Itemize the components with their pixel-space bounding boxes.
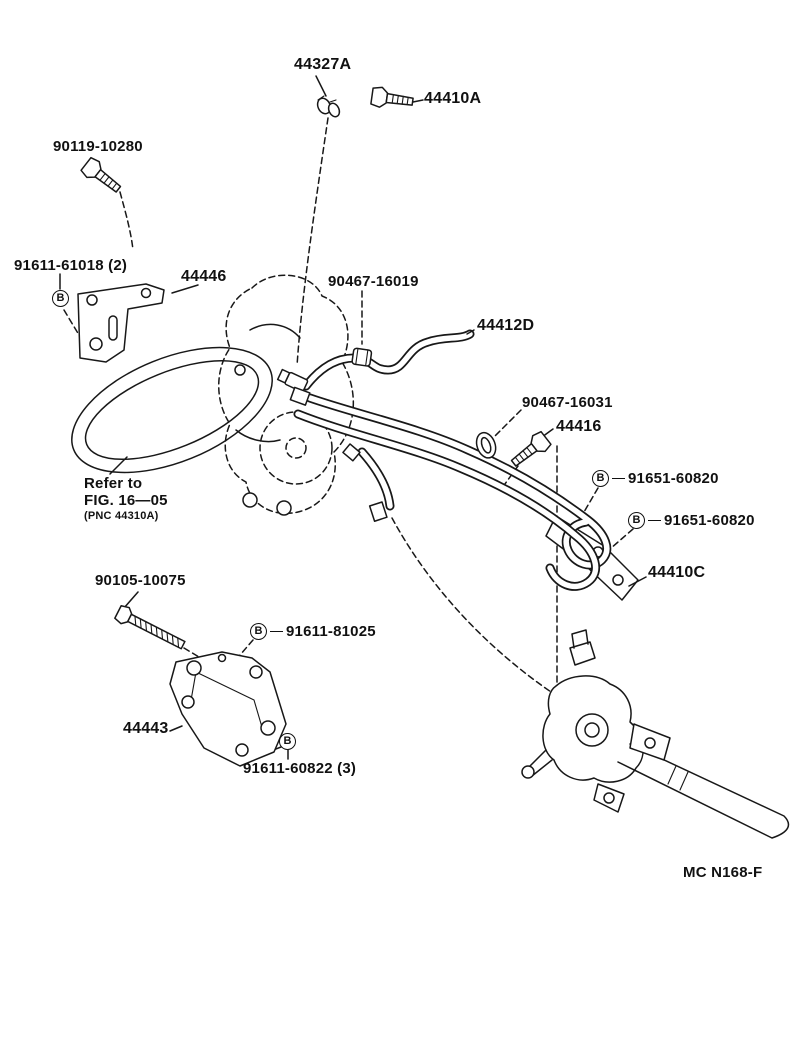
part-label-91611-61018: 91611-61018 (2)	[14, 257, 128, 274]
part-label-44327a: 44327A	[294, 56, 352, 73]
part-label-44416: 44416	[556, 418, 602, 435]
refer-note-line3: (PNC 44310A)	[84, 509, 159, 522]
part-label-44446: 44446	[181, 268, 227, 285]
part-label-44410c: 44410C	[648, 564, 706, 581]
part-label-44410a: 44410A	[424, 90, 482, 107]
refer-note-line2: FIG. 16—05	[84, 492, 168, 510]
bolt-symbol-icon: B	[592, 470, 609, 487]
part-label-90119-10280: 90119-10280	[53, 138, 143, 155]
part-label-91651-60820-2: 91651-60820	[664, 512, 755, 529]
part-label-90105-10075: 90105-10075	[95, 572, 186, 589]
part-label-44412d: 44412D	[477, 317, 535, 334]
leader-dash	[270, 631, 283, 632]
refer-note-line1: Refer to	[84, 475, 143, 492]
part-label-44443: 44443	[123, 720, 169, 737]
bolt-symbol-icon: B	[628, 512, 645, 529]
part-callout-91611-81025: B 91611-81025	[250, 623, 376, 640]
part-label-91651-60820-1: 91651-60820	[628, 470, 719, 487]
leader-dash	[648, 520, 661, 521]
part-label-90467-16031: 90467-16031	[522, 394, 613, 411]
leader-dash	[612, 478, 625, 479]
bolt-symbol-icon: B	[52, 290, 69, 307]
bolt-symbol-icon: B	[279, 733, 296, 750]
refer-note: Refer to FIG. 16—05 (PNC 44310A)	[84, 475, 168, 522]
part-callout-91651-60820-2: B 91651-60820	[628, 512, 755, 529]
bolt-symbol-icon: B	[250, 623, 267, 640]
part-label-91611-60822: 91611-60822 (3)	[243, 760, 357, 777]
part-callout-91651-60820-1: B 91651-60820	[592, 470, 719, 487]
drawing-code: MC N168-F	[683, 864, 763, 881]
part-label-91611-81025: 91611-81025	[286, 623, 376, 640]
part-label-90467-16019: 90467-16019	[328, 273, 419, 290]
